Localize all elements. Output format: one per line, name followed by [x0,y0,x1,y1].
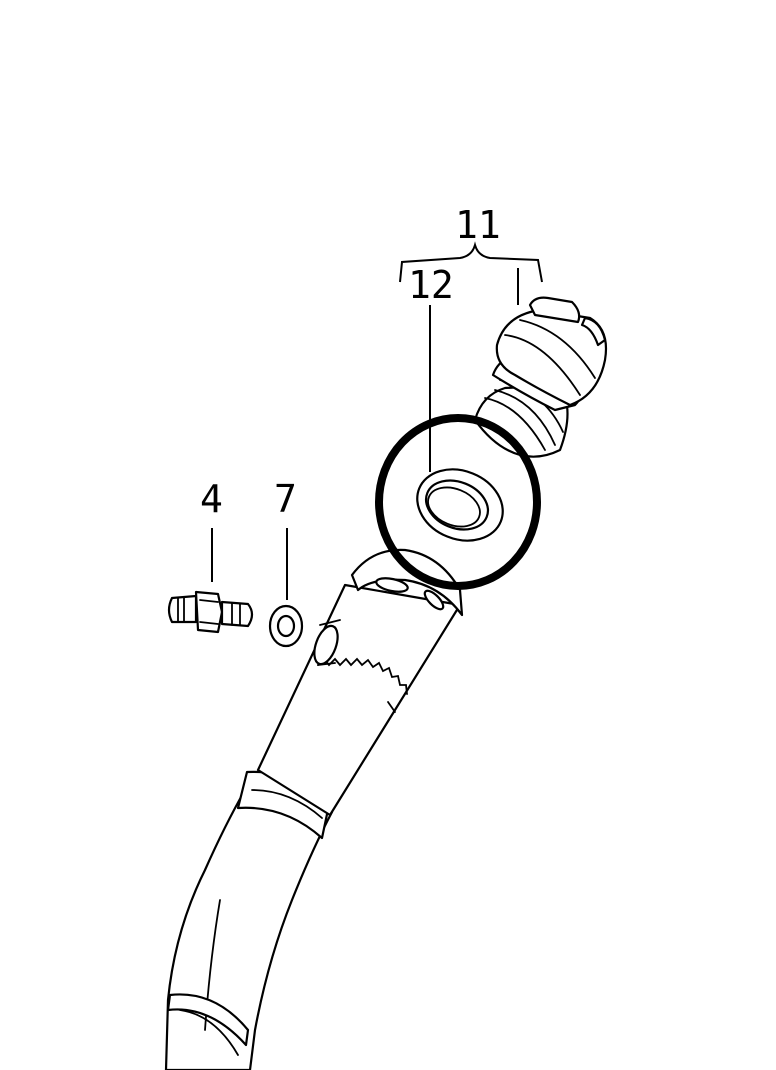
hose-lower [164,788,334,1070]
part-4-nipple [167,590,254,634]
leader-lines [211,241,543,600]
bracket-11 [399,241,543,283]
callout-4: 4 [200,477,223,521]
part-7-washer [268,604,304,648]
callout-12: 12 [408,263,454,307]
highlight-circle [375,414,541,590]
part-11-fitting [473,296,608,458]
callout-7: 7 [274,477,297,521]
side-port [313,619,341,666]
part-12-seal-ring [416,468,504,542]
callout-11: 11 [455,203,501,247]
